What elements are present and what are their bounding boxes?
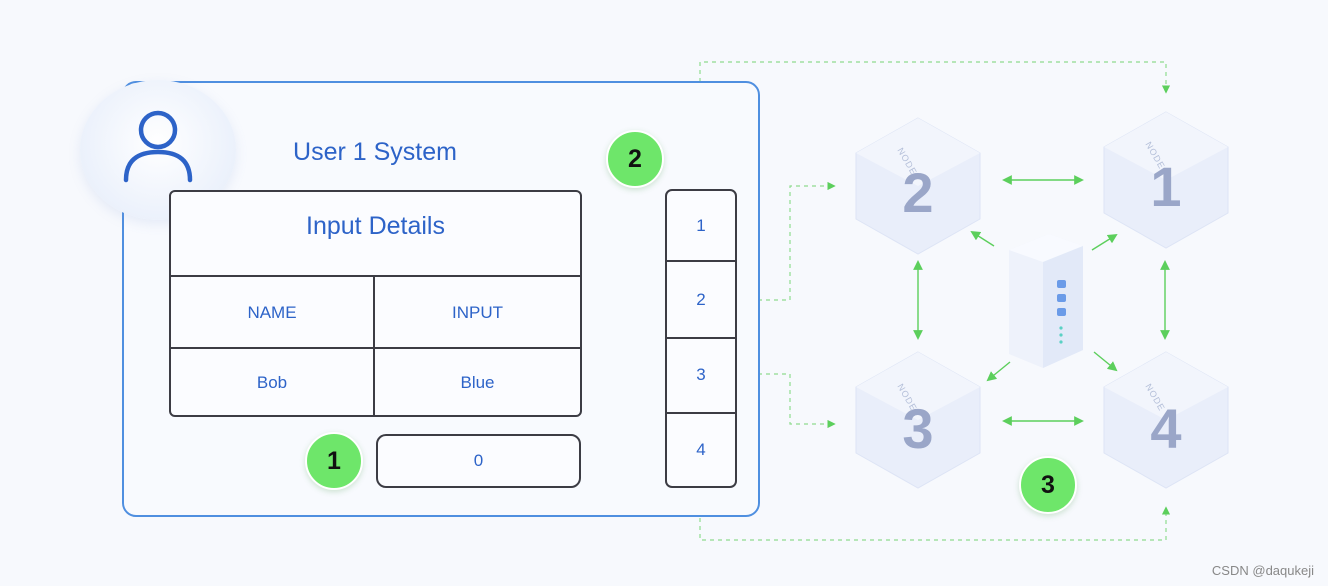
header-input: INPUT — [452, 303, 503, 322]
server-icon — [1009, 234, 1083, 368]
table-divider-header — [171, 347, 580, 349]
step-badge-1: 1 — [305, 432, 363, 490]
system-title: User 1 System — [293, 138, 457, 166]
node-1-label: 1 — [1150, 155, 1182, 218]
node-4-hexagon — [1103, 351, 1229, 489]
slot-1: 1 — [696, 216, 706, 235]
table-divider-column — [373, 277, 375, 415]
arrow-server-node2 — [970, 230, 995, 247]
user-avatar — [80, 80, 236, 220]
node-1-hexagon — [1103, 111, 1229, 249]
arrow-server-node4 — [1093, 351, 1118, 372]
node-4-label: 4 — [1150, 397, 1182, 460]
input-details-table — [169, 190, 582, 417]
slot-divider — [667, 337, 735, 339]
connector-stack-node2 — [742, 181, 836, 301]
arrow-server-node1 — [1091, 233, 1118, 251]
table-title: Input Details — [306, 212, 445, 240]
slot-2: 2 — [696, 290, 706, 309]
step-badge-3: 3 — [1019, 456, 1077, 514]
slot-divider — [667, 260, 735, 262]
counter-box: 0 — [376, 434, 581, 488]
node-2-hexagon — [855, 117, 981, 255]
user-icon — [123, 110, 193, 183]
header-name: NAME — [247, 303, 297, 322]
slot-3: 3 — [696, 365, 706, 384]
node-3-hexagon — [855, 351, 981, 489]
dashed-frame-top — [699, 61, 1171, 94]
cell-input-value: Blue — [460, 373, 495, 392]
slot-4: 4 — [696, 440, 706, 459]
step-badge-2: 2 — [606, 130, 664, 188]
connector-stack-node3 — [742, 373, 836, 429]
watermark: CSDN @daqukeji — [1211, 563, 1314, 578]
arrow-server-node3 — [986, 361, 1011, 382]
slot-divider — [667, 412, 735, 414]
table-divider-title — [171, 275, 580, 277]
node-3-label: 3 — [902, 397, 934, 460]
node-2-label: 2 — [902, 161, 934, 224]
dashed-frame-bottom — [699, 506, 1171, 541]
cell-name-value: Bob — [256, 373, 288, 392]
